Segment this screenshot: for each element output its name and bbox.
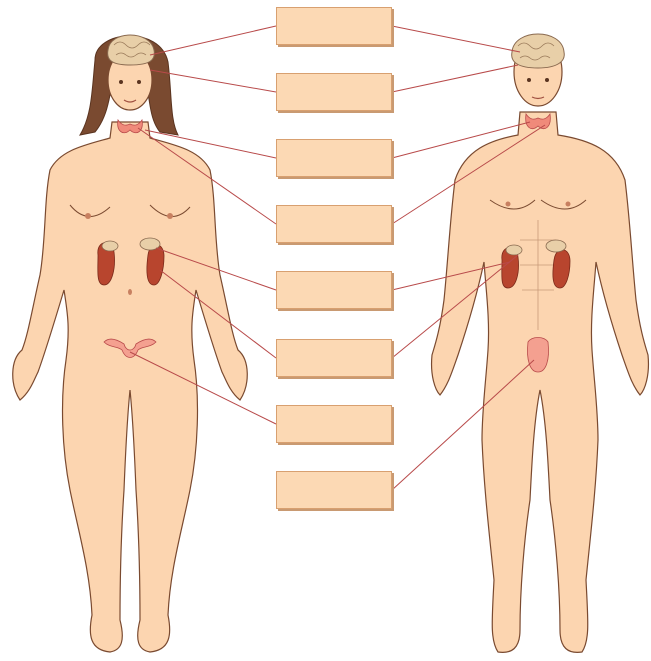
label-box-3[interactable] xyxy=(276,139,392,177)
label-box-4[interactable] xyxy=(276,205,392,243)
male-figure xyxy=(432,34,649,652)
female-body xyxy=(13,122,248,652)
label-box-6[interactable] xyxy=(276,339,392,377)
label-box-8[interactable] xyxy=(276,471,392,509)
label-box-7[interactable] xyxy=(276,405,392,443)
male-reproductive xyxy=(527,338,548,373)
female-brain xyxy=(108,35,155,65)
label-box-2[interactable] xyxy=(276,73,392,111)
female-figure xyxy=(13,35,248,652)
male-brain xyxy=(512,34,565,68)
male-body xyxy=(432,112,649,652)
label-box-5[interactable] xyxy=(276,271,392,309)
label-box-1[interactable] xyxy=(276,7,392,45)
